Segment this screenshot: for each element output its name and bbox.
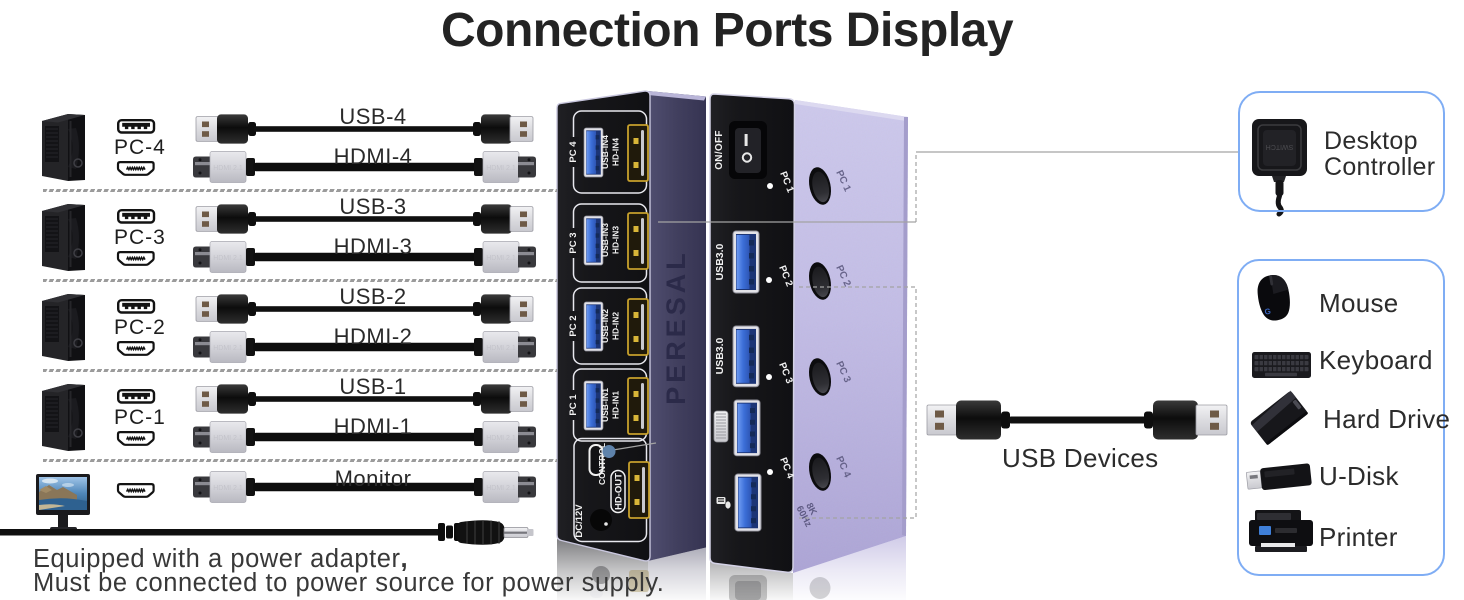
svg-text:USB-IN2: USB-IN2 xyxy=(600,309,610,343)
svg-text:G: G xyxy=(1264,307,1272,317)
svg-text:PC 4: PC 4 xyxy=(568,141,579,163)
svg-text:USB-IN4: USB-IN4 xyxy=(600,135,610,169)
svg-text:DC/12V: DC/12V xyxy=(574,504,585,538)
svg-text:HD-IN2: HD-IN2 xyxy=(611,312,621,341)
svg-text:PC 2: PC 2 xyxy=(568,315,579,336)
svg-text:PC 3: PC 3 xyxy=(568,232,579,253)
svg-text:HD-IN3: HD-IN3 xyxy=(611,226,621,255)
svg-text:PERESAL: PERESAL xyxy=(661,249,691,405)
svg-text:PC 1: PC 1 xyxy=(568,394,579,416)
svg-text:HD-IN4: HD-IN4 xyxy=(611,138,621,167)
svg-text:8K: 8K xyxy=(803,501,818,517)
svg-text:HD-OUT: HD-OUT xyxy=(614,473,625,510)
svg-text:USB3.0: USB3.0 xyxy=(714,243,726,280)
svg-text:SWITCH: SWITCH xyxy=(1266,143,1294,150)
svg-text:USB3.0: USB3.0 xyxy=(714,337,726,374)
svg-text:HD-IN1: HD-IN1 xyxy=(611,391,621,420)
svg-text:USB-IN1: USB-IN1 xyxy=(600,388,610,422)
svg-text:ON/OFF: ON/OFF xyxy=(714,130,725,170)
svg-text:CONTROL: CONTROL xyxy=(597,443,607,485)
svg-text:USB-IN3: USB-IN3 xyxy=(600,223,610,257)
